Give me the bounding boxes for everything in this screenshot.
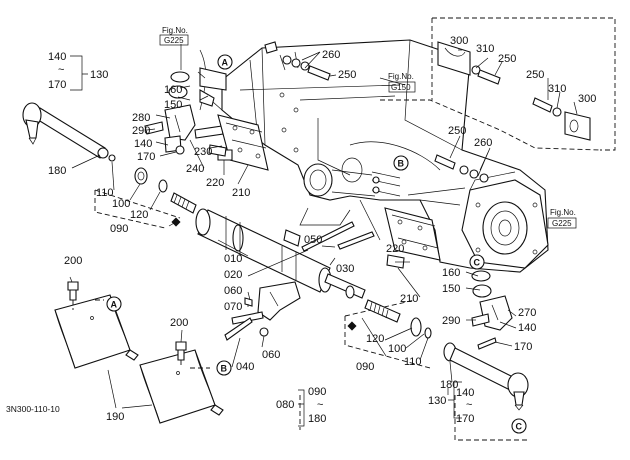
ref-g225-top-line2: G225 <box>164 36 184 45</box>
callout-c-bottom-text: C <box>516 422 523 432</box>
callout-circles: A A B B C C <box>106 54 527 434</box>
label-180-left: 180 <box>48 165 66 177</box>
label-180-bottom: 180 <box>308 413 326 425</box>
label-120-right: 120 <box>366 333 384 345</box>
label-tilde-left-top: ~ <box>58 64 64 76</box>
right-knuckle <box>471 270 513 350</box>
callout-b-top <box>393 155 409 171</box>
label-010: 010 <box>224 253 242 265</box>
label-220-right: 220 <box>386 243 404 255</box>
label-060-center: 060 <box>224 285 242 297</box>
label-120-left: 120 <box>130 209 148 221</box>
label-040: 040 <box>236 361 254 373</box>
label-270: 270 <box>518 307 536 319</box>
label-tilde-bottom: ~ <box>317 399 323 411</box>
top-bolts <box>264 41 591 183</box>
callout-a-bottom <box>106 296 122 312</box>
right-mounting-bracket <box>371 171 441 269</box>
label-030: 030 <box>336 263 354 275</box>
label-300-box-top: 300 <box>450 35 468 47</box>
label-260-top: 260 <box>322 49 340 61</box>
label-210-left: 210 <box>232 187 250 199</box>
center-yoke <box>224 221 355 341</box>
label-290-left: 290 <box>132 125 150 137</box>
label-200-left: 200 <box>64 255 82 267</box>
left-knuckle <box>144 67 227 155</box>
label-110-right: 110 <box>404 356 422 368</box>
label-080: 080 <box>276 399 294 411</box>
label-140-right-mid: 140 <box>518 322 536 334</box>
label-310-box-top: 310 <box>476 43 494 55</box>
label-090-right: 090 <box>356 361 374 373</box>
label-140-left-mid: 140 <box>134 138 152 150</box>
label-250-box-right: 250 <box>526 69 544 81</box>
callout-c-bottom <box>511 418 527 434</box>
label-160-right: 160 <box>442 267 460 279</box>
label-090-left: 090 <box>110 223 128 235</box>
label-170-left-top: 170 <box>48 79 66 91</box>
ref-g150-line2: G150 <box>391 83 411 92</box>
part-labels: 140 ~ 170 130 Fig.No. G225 160 150 280 2… <box>6 26 596 427</box>
left-mounting-bracket <box>208 114 269 171</box>
label-170-left-mid: 170 <box>137 151 155 163</box>
label-160-left: 160 <box>164 84 182 96</box>
label-140-left-top: 140 <box>48 51 66 63</box>
label-190: 190 <box>106 411 124 423</box>
label-290-right: 290 <box>442 315 460 327</box>
label-210-right: 210 <box>400 293 418 305</box>
ref-g225-top-line1: Fig.No. <box>162 26 188 35</box>
callout-a-top-text: A <box>222 58 229 68</box>
callout-b-top-text: B <box>398 159 405 169</box>
label-090-bottom: 090 <box>308 386 326 398</box>
label-070: 070 <box>224 301 242 313</box>
label-100-left: 100 <box>112 198 130 210</box>
callout-a-bottom-text: A <box>111 300 118 310</box>
label-100-right: 100 <box>388 343 406 355</box>
callout-a-top <box>217 54 233 70</box>
label-tilde-right-bottom: ~ <box>466 399 472 411</box>
callout-c-top-text: C <box>474 258 481 268</box>
label-130-left: 130 <box>90 69 108 81</box>
label-280: 280 <box>132 112 150 124</box>
label-170-right-bottom: 170 <box>456 413 474 425</box>
label-250-box-top: 250 <box>498 53 516 65</box>
label-260-right: 260 <box>474 137 492 149</box>
label-200-center: 200 <box>170 317 188 329</box>
label-020: 020 <box>224 269 242 281</box>
right-tie-rod <box>443 342 529 411</box>
label-250-top: 250 <box>338 69 356 81</box>
label-leaders <box>69 44 578 395</box>
label-060-lower: 060 <box>262 349 280 361</box>
label-110-left: 110 <box>96 187 114 199</box>
callout-b-bottom-text: B <box>221 364 228 374</box>
label-050: 050 <box>304 234 322 246</box>
label-130-right: 130 <box>428 395 446 407</box>
callout-b-bottom <box>216 360 232 376</box>
label-140-right-bottom: 140 <box>456 387 474 399</box>
ref-g225-right-line2: G225 <box>552 219 572 228</box>
label-250-right: 250 <box>448 125 466 137</box>
ref-g225-right-line1: Fig.No. <box>550 208 576 217</box>
label-170-right-mid: 170 <box>514 341 532 353</box>
steering-cylinder <box>195 208 432 339</box>
label-150-left: 150 <box>164 99 182 111</box>
callout-c-top <box>469 254 485 270</box>
label-150-right: 150 <box>442 283 460 295</box>
label-220-left: 220 <box>206 177 224 189</box>
label-240: 240 <box>186 163 204 175</box>
diagram-code: 3N300-110-10 <box>6 404 60 414</box>
ref-g150-line1: Fig.No. <box>388 72 414 81</box>
dust-covers <box>54 281 224 424</box>
label-300-box-right: 300 <box>578 93 596 105</box>
label-230: 230 <box>194 146 212 158</box>
reference-lines <box>94 17 616 441</box>
label-310-box-right: 310 <box>548 83 566 95</box>
